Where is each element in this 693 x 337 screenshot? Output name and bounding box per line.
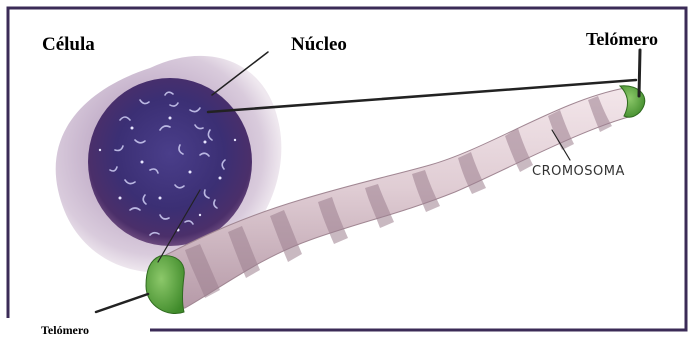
chromosome-label: CROMOSOMA <box>532 164 625 179</box>
cell-label: Célula <box>38 34 99 56</box>
telomere-cap-bottom <box>146 256 184 314</box>
telomere-label-bottom: Telómero <box>37 323 93 337</box>
pointer-telomere-top <box>639 50 640 96</box>
pointer-telomere-bottom <box>96 294 148 312</box>
telomere-label-top: Telómero <box>586 29 658 50</box>
nucleus-label: Núcleo <box>287 34 351 56</box>
nucleus <box>88 78 252 246</box>
